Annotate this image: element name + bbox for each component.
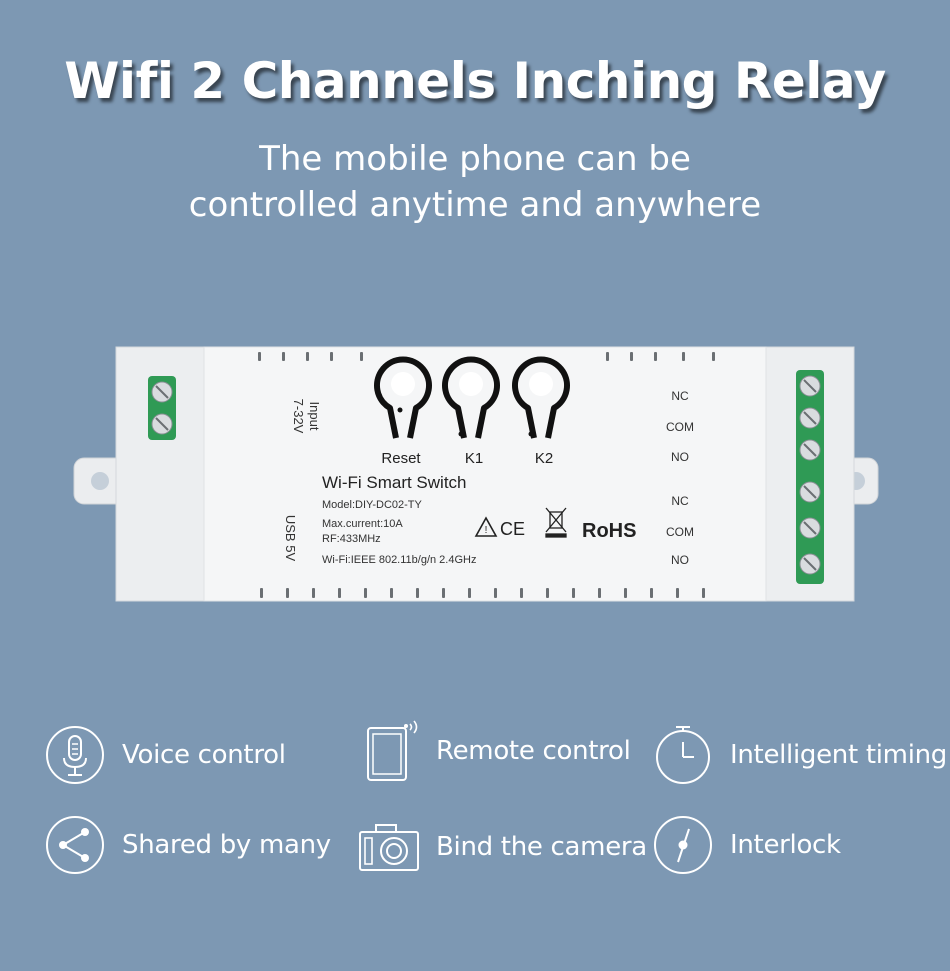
interlock-icon — [654, 816, 712, 874]
feature-shared-by-many: Shared by many — [42, 812, 331, 878]
device-model: Model:DIY-DC02-TY — [322, 499, 423, 511]
device-rf: RF:433MHz — [322, 533, 381, 545]
terminal-nc-2: NC — [671, 494, 689, 508]
microphone-icon — [46, 726, 104, 784]
feature-label: Voice control — [122, 740, 286, 770]
warning-icon: ! — [474, 516, 498, 537]
terminal-com-2: COM — [666, 525, 694, 539]
relay-device: Input 7-32V USB 5V Reset K1 K2 Wi-Fi Sma… — [73, 346, 879, 602]
page-title: Wifi 2 Channels Inching Relay — [64, 52, 886, 110]
timer-icon — [656, 726, 710, 784]
feature-label: Remote control — [436, 736, 631, 766]
input-range-label: 7-32V — [291, 399, 306, 434]
feature-bind-the-camera: Bind the camera — [356, 814, 647, 880]
feature-label: Interlock — [730, 830, 841, 860]
share-icon — [46, 816, 104, 874]
feature-remote-control: Remote control — [356, 718, 631, 784]
k1-button[interactable] — [442, 356, 500, 439]
top-vent-slots — [258, 352, 715, 361]
device-max-current: Max.current:10A — [322, 518, 403, 530]
reset-button[interactable] — [374, 356, 432, 439]
terminal-nc-1: NC — [671, 389, 689, 403]
feature-label: Intelligent timing — [730, 740, 947, 770]
subtitle-line-2: controlled anytime and anywhere — [188, 185, 762, 225]
terminal-com-1: COM — [666, 420, 694, 434]
feature-intelligent-timing: Intelligent timing — [650, 722, 947, 788]
subtitle: The mobile phone can be controlled anyti… — [0, 136, 950, 228]
k1-label: K1 — [465, 450, 483, 467]
feature-voice-control: Voice control — [42, 722, 286, 788]
ce-mark: CE — [500, 519, 525, 539]
input-label: Input — [307, 402, 322, 431]
relay-terminal-block — [796, 370, 824, 584]
bottom-vent-slots — [260, 588, 705, 598]
feature-label: Bind the camera — [436, 832, 647, 862]
usb-label: USB 5V — [283, 515, 298, 562]
terminal-no-1: NO — [671, 450, 689, 464]
subtitle-line-1: The mobile phone can be — [259, 139, 691, 179]
device-name: Wi-Fi Smart Switch — [322, 473, 467, 492]
feature-interlock: Interlock — [650, 812, 841, 878]
tablet-wifi-icon — [367, 720, 418, 781]
device-wifi-spec: Wi-Fi:IEEE 802.11b/g/n 2.4GHz — [322, 554, 476, 566]
svg-text:!: ! — [485, 525, 488, 536]
k2-button[interactable] — [512, 356, 570, 439]
feature-label: Shared by many — [122, 830, 331, 860]
reset-label: Reset — [381, 450, 421, 467]
k2-label: K2 — [535, 450, 553, 467]
camera-icon — [359, 824, 419, 871]
terminal-no-2: NO — [671, 553, 689, 567]
rohs-mark: RoHS — [582, 520, 636, 542]
input-terminal — [148, 376, 176, 440]
weee-bin-icon — [545, 507, 567, 538]
